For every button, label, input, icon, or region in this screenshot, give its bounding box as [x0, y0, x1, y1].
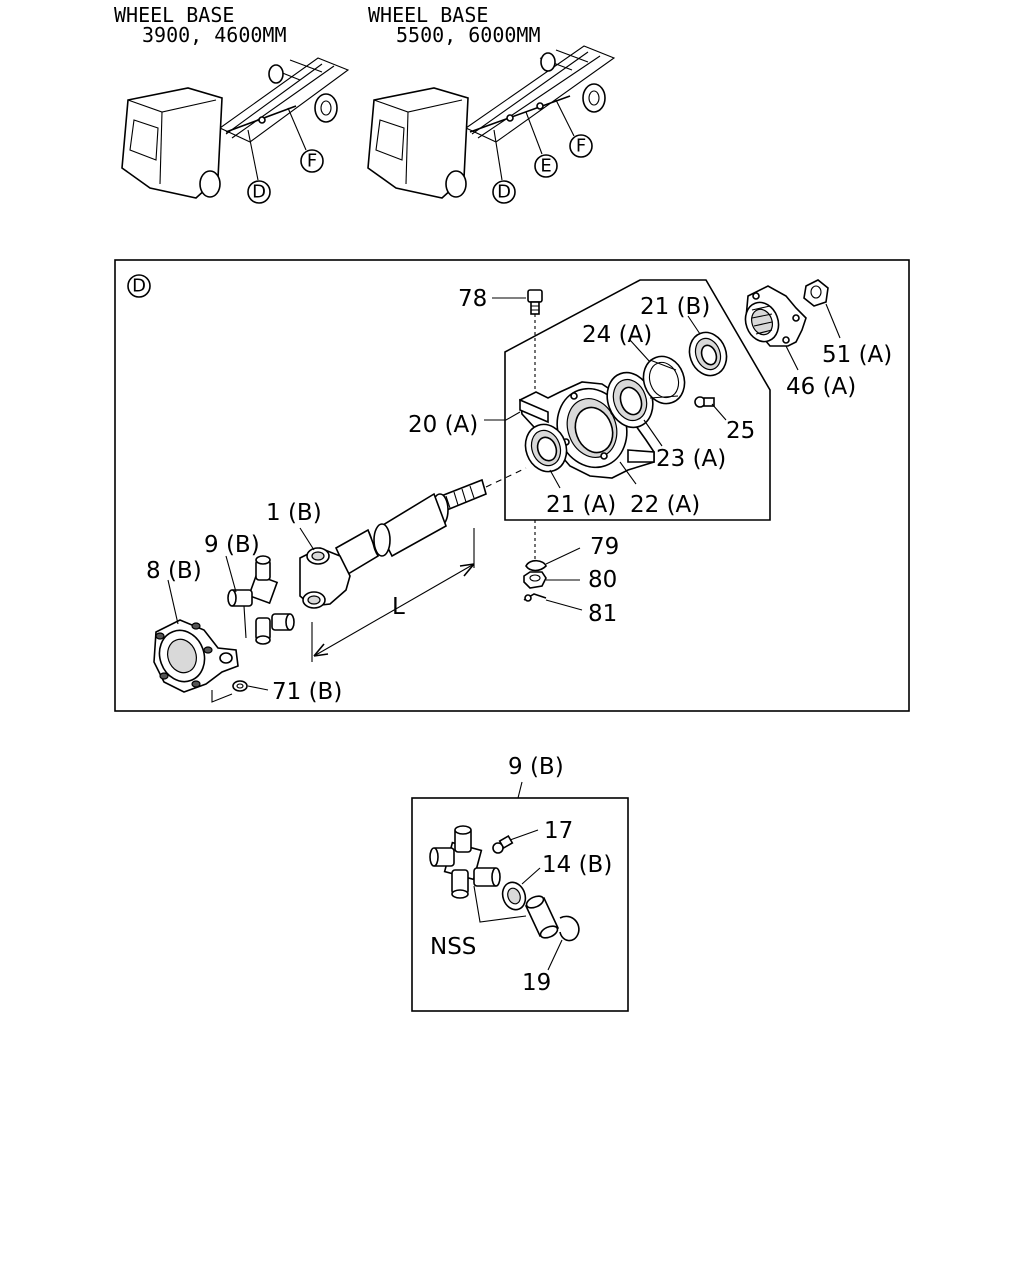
- wheelbase-right-title: WHEEL BASE: [368, 3, 488, 27]
- label-78: 78: [458, 286, 487, 312]
- bearing-cup: [524, 895, 560, 939]
- detail-d-marker: D: [132, 276, 146, 297]
- detail-9b-frame: [411, 797, 629, 1012]
- callout-circle-d-right: [492, 180, 516, 204]
- label-80: 80: [588, 567, 617, 593]
- label-25: 25: [726, 418, 755, 444]
- grease-nipple-25: [694, 396, 715, 408]
- flange-yoke-8b: [153, 619, 239, 693]
- nut-80: [523, 571, 547, 589]
- label-8b: 8 (B): [146, 558, 202, 584]
- truck-short-wheelbase: D F: [121, 57, 350, 204]
- wheelbase-left-title: WHEEL BASE: [114, 3, 234, 27]
- label-9b: 9 (B): [204, 532, 260, 558]
- oil-seal-21b: [688, 331, 728, 377]
- label-71b: 71 (B): [272, 679, 342, 705]
- label-51a: 51 (A): [822, 342, 892, 368]
- oil-seal-21a: [524, 423, 568, 473]
- spider-cross: [429, 825, 501, 899]
- cotter-pin-81: [523, 593, 547, 602]
- propeller-shaft: [299, 467, 527, 609]
- seal-14b: [501, 881, 527, 911]
- label-1b: 1 (B): [266, 500, 322, 526]
- label-21b: 21 (B): [640, 294, 710, 320]
- label-79: 79: [590, 534, 619, 560]
- callout-f-right: F: [576, 136, 586, 157]
- washer-71b: [232, 680, 248, 692]
- callout-circle-e-right: [534, 154, 558, 178]
- label-length-l: L: [392, 594, 405, 620]
- label-21a: 21 (A): [546, 492, 616, 518]
- center-bearing-subframe: [504, 279, 771, 521]
- truck-long-wheelbase: D E F: [367, 45, 616, 204]
- callout-circle-d-left: [247, 180, 271, 204]
- callout-f-left: F: [307, 151, 317, 172]
- label-17: 17: [544, 818, 573, 844]
- label-24a: 24 (A): [582, 322, 652, 348]
- snap-ring-19: [559, 915, 580, 942]
- callout-d-right: D: [497, 182, 511, 203]
- washer-79: [525, 559, 547, 572]
- detail-d-marker-circle: [127, 274, 151, 298]
- detail-9b-title: 9 (B): [508, 754, 564, 780]
- wheelbase-right-values: 5500, 6000MM: [396, 23, 541, 47]
- companion-flange-46a: [744, 285, 807, 347]
- bolt-78: [527, 289, 543, 400]
- lock-nut-51a: [803, 279, 829, 307]
- wheelbase-left-values: 3900, 4600MM: [142, 23, 287, 47]
- label-19: 19: [522, 970, 551, 996]
- length-dimension: [311, 528, 475, 662]
- callout-circle-f-right: [569, 134, 593, 158]
- label-23a: 23 (A): [656, 446, 726, 472]
- label-46a: 46 (A): [786, 374, 856, 400]
- label-14b: 14 (B): [542, 852, 612, 878]
- callout-e-right: E: [540, 156, 551, 177]
- callout-circle-f-left: [300, 149, 324, 173]
- callout-d-left: D: [252, 182, 266, 203]
- detail-d-frame: [114, 259, 910, 712]
- grease-nipple-17: [492, 834, 514, 854]
- label-81: 81: [588, 601, 617, 627]
- label-20a: 20 (A): [408, 412, 478, 438]
- universal-joint-9b: [227, 555, 295, 645]
- slinger-24a: [642, 355, 686, 405]
- label-nss: NSS: [430, 934, 476, 960]
- label-22a: 22 (A): [630, 492, 700, 518]
